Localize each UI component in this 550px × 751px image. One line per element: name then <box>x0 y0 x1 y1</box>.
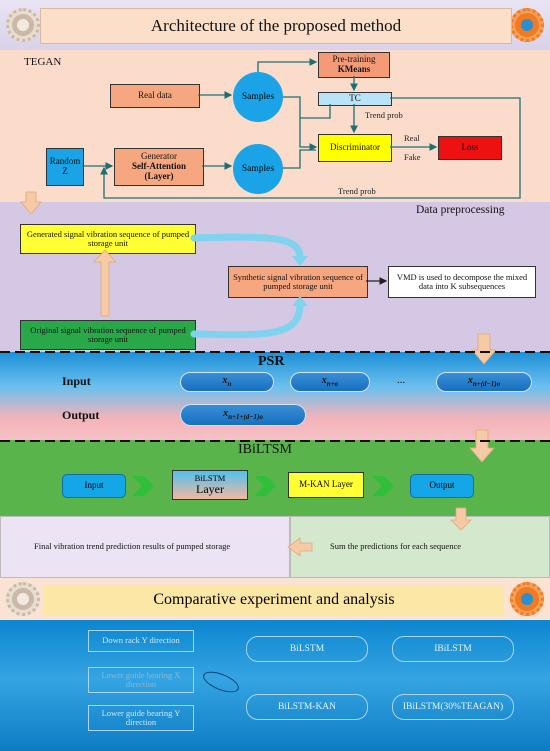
loss-box: Loss <box>438 136 502 160</box>
pretraining-label: Pre-training <box>332 54 376 65</box>
gear-icon-right-bottom <box>510 582 544 616</box>
generated-sequence-box: Generated signal vibration sequence of p… <box>20 224 196 254</box>
vmd-box: VMD is used to decompose the mixed data … <box>388 266 536 298</box>
generator-box: Generator Self-Attention (Layer) <box>114 148 204 186</box>
real-label: Real <box>404 133 420 143</box>
ibiltsm-input-box: Input <box>62 474 126 498</box>
model-bilstm: BiLSTM <box>246 636 368 662</box>
trend-prob-label-top: Trend prob <box>365 110 403 120</box>
model-ibilstm: IBiLSTM <box>392 636 514 662</box>
ibiltsm-output-box: Output <box>410 474 474 498</box>
x-n-subscript: n <box>227 380 232 389</box>
page-title: Architecture of the proposed method <box>40 8 512 44</box>
model-bilstm-kan: BiLSTM-KAN <box>246 694 368 720</box>
tc-box: TC <box>318 92 392 106</box>
z-label: Z <box>62 166 68 176</box>
x-last-subscript: n+(d−1)o <box>472 380 501 389</box>
psr-label: PSR <box>258 354 285 369</box>
direction-lower-guide-x: Lower guide bearing X direction <box>88 667 194 693</box>
direction-lower-guide-y: Lower guide bearing Y direction <box>88 705 194 731</box>
samples-circle-top: Samples <box>233 72 283 122</box>
layer-label: (Layer) <box>144 170 174 181</box>
gear-icon-right <box>510 8 544 42</box>
x-n-symbol: x <box>222 375 228 387</box>
x-n-plus-o-subscript: n+o <box>326 380 339 389</box>
ibiltsm-label: IBiLTSM <box>238 442 292 457</box>
pretraining-kmeans-box: Pre-training KMeans <box>318 52 390 78</box>
final-results-text: Final vibration trend prediction results… <box>34 541 231 551</box>
bilstm-layer-box: BiLSTM Layer <box>172 470 248 500</box>
samples-circle-bottom: Samples <box>233 144 283 194</box>
psr-ellipsis: ... <box>397 374 406 386</box>
discriminator-box: Discriminator <box>318 134 392 162</box>
sum-predictions-text: Sum the predictions for each sequence <box>330 541 461 551</box>
x-last-symbol: x <box>467 375 473 387</box>
random-label: Random <box>49 156 81 167</box>
comparison-title: Comparative experiment and analysis <box>44 585 504 615</box>
gear-icon-left-bottom <box>6 582 40 616</box>
random-z-box: Random Z <box>46 148 84 186</box>
model-ibilstm-teagan: IBiLSTM(30%TEAGAN) <box>392 694 514 720</box>
output-x-symbol: x <box>223 408 229 420</box>
gear-icon-left <box>6 8 40 42</box>
psr-input-x-n: xn <box>180 372 274 392</box>
final-results-panel <box>0 516 290 578</box>
bilstm-label: BiLSTM <box>194 472 226 483</box>
fake-label: Fake <box>404 152 421 162</box>
psr-output-x: xn+1+(d−1)o <box>180 404 306 426</box>
psr-output-label: Output <box>62 408 100 422</box>
sum-panel <box>290 516 550 578</box>
direction-down-rack-y: Down rack Y direction <box>88 630 194 652</box>
psr-input-x-last: xn+(d−1)o <box>436 372 532 392</box>
synthetic-sequence-box: Synthetic signal vibration sequence of p… <box>228 266 368 298</box>
output-x-subscript: n+1+(d−1)o <box>228 413 263 422</box>
x-n-plus-o-symbol: x <box>321 375 327 387</box>
psr-input-x-n-plus-o: xn+o <box>290 372 370 392</box>
kmeans-label: KMeans <box>337 64 371 74</box>
trend-prob-label-bottom: Trend prob <box>338 186 376 196</box>
comparison-panel <box>0 620 550 751</box>
original-sequence-box: Original signal vibration sequence of pu… <box>20 320 196 350</box>
real-data-box: Real data <box>110 84 200 108</box>
bilstm-layer-label: Layer <box>196 482 224 497</box>
tegan-label: TEGAN <box>24 56 62 68</box>
preprocessing-label: Data preprocessing <box>416 204 505 216</box>
mkan-layer-box: M-KAN Layer <box>288 472 364 498</box>
psr-input-label: Input <box>62 374 91 388</box>
